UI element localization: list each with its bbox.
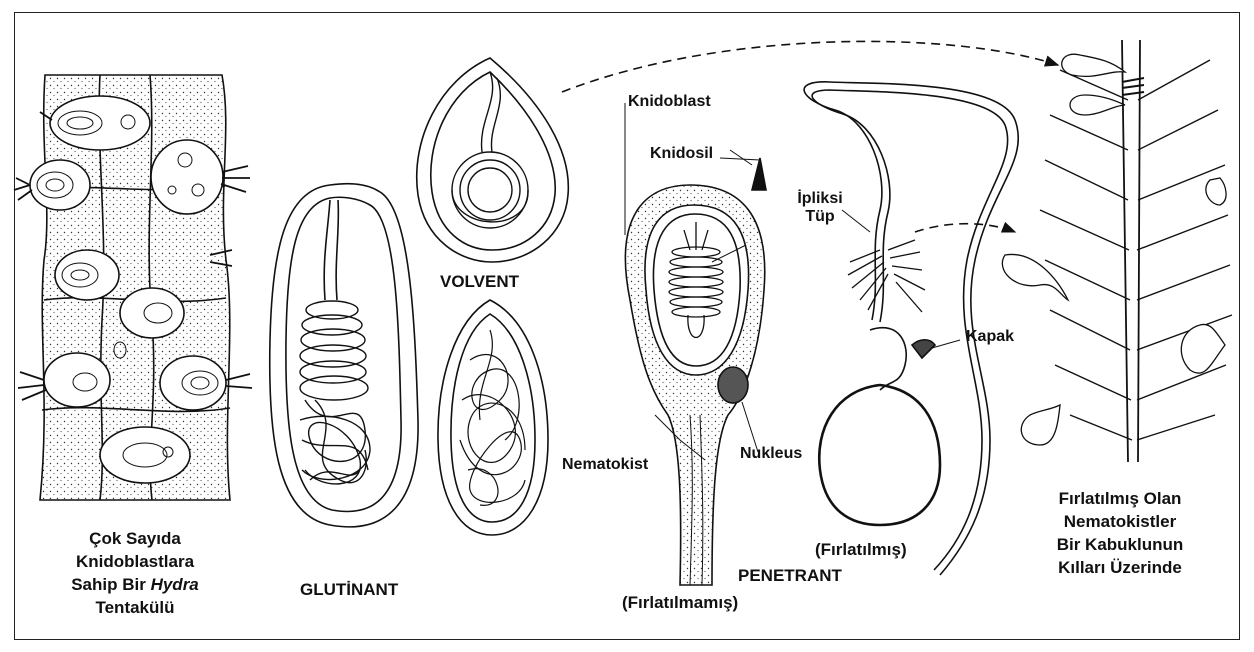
label-penetrant: PENETRANT [738,566,842,586]
label-knidosil: Knidosil [650,145,713,163]
hydra-caption-line3: Sahip Bir Hydra [50,574,220,597]
glutinant-large [270,184,418,527]
shell-caption-line2: Nematokistler [1020,511,1220,534]
label-iplik-tup-line2: Tüp [790,208,850,226]
hydra-caption-line1: Çok Sayıda [50,528,220,551]
crustacean-bristle [1002,40,1232,462]
volvent-nematocyst [417,58,569,262]
label-iplik-tup-line1: İpliksi [790,190,850,208]
penetrant-unfired [625,103,766,585]
hydra-caption-italic: Hydra [151,575,199,594]
label-kapak: Kapak [966,328,1014,346]
hydra-caption-line3-prefix: Sahip Bir [71,575,150,594]
label-fired: (Fırlatılmış) [815,540,907,560]
shell-caption: Fırlatılmış Olan Nematokistler Bir Kabuk… [1020,488,1220,580]
hydra-caption-line4: Tentakülü [50,597,220,620]
shell-caption-line3: Bir Kabuklunun [1020,534,1220,557]
label-volvent: VOLVENT [440,272,519,292]
label-knidoblast: Knidoblast [628,93,711,111]
hydra-tentacle [14,75,252,500]
glutinant-small [438,300,548,535]
label-nematokist: Nematokist [562,456,648,474]
shell-caption-line4: Kılları Üzerinde [1020,557,1220,580]
hydra-caption: Çok Sayıda Knidoblastlara Sahip Bir Hydr… [50,528,220,620]
label-iplik-tup: İpliksi Tüp [790,190,850,227]
shell-caption-line1: Fırlatılmış Olan [1020,488,1220,511]
label-nukleus: Nukleus [740,445,802,463]
label-unfired: (Fırlatılmamış) [622,593,738,613]
label-glutinant: GLUTİNANT [300,580,398,600]
hydra-caption-line2: Knidoblastlara [50,551,220,574]
